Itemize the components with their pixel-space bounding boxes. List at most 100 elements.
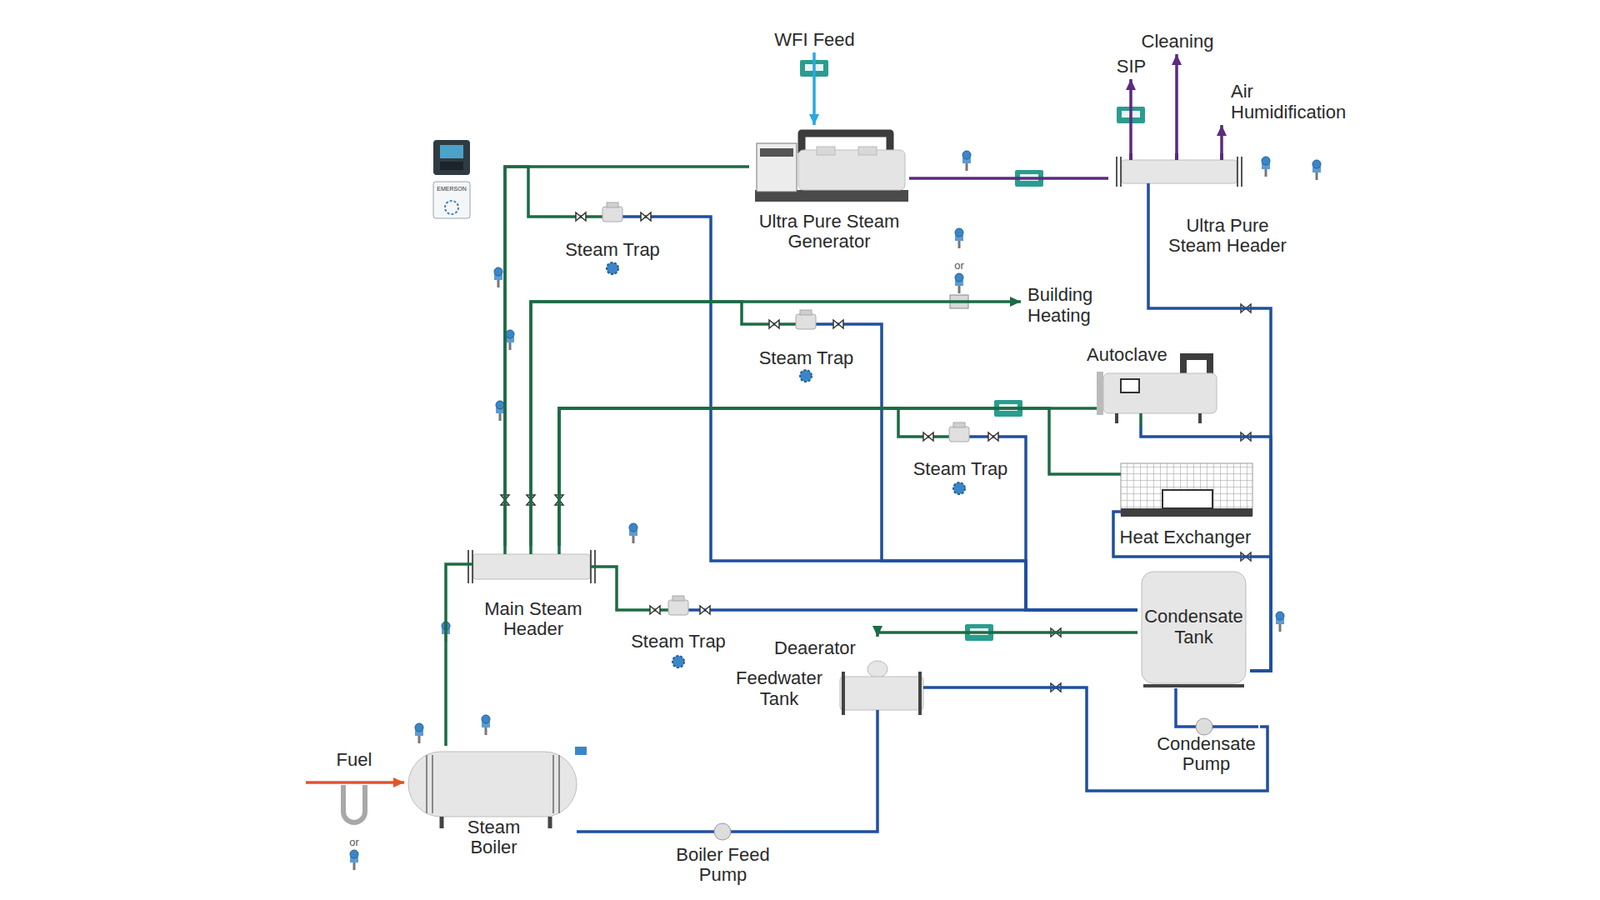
pipe-group	[379, 52, 1271, 832]
autoclave	[1083, 408, 1141, 425]
feedwater-tank	[840, 676, 924, 710]
steam-header	[1121, 160, 1237, 184]
main-steam-header	[473, 554, 590, 580]
pump-line	[1195, 718, 1213, 735]
transmitter-symbol	[481, 715, 490, 735]
gateway-device	[433, 181, 470, 219]
equipment-node: WFI Feed	[770, 28, 860, 53]
equipment-node: Condensate Pump	[1152, 715, 1260, 777]
equipment-node: Air Humidification	[1212, 80, 1375, 125]
transmitter-symbol	[353, 861, 356, 870]
equipment-label: Building Heating	[1027, 285, 1111, 326]
equipment-label: Main Steam Header	[481, 599, 586, 640]
equipment-label: Steam Trap	[913, 459, 1009, 480]
transmitter-symbol	[958, 285, 961, 294]
pipe-connector	[812, 52, 816, 125]
steam-header	[1116, 156, 1242, 187]
equipment-node: Heat Exchanger	[1108, 456, 1263, 550]
pump-line	[1175, 715, 1259, 727]
steam-boiler	[408, 751, 577, 817]
transmitter-symbol	[965, 162, 969, 171]
pipe-connector	[530, 301, 755, 546]
steam-trap-symbol	[558, 202, 1013, 668]
note-label: or	[954, 259, 965, 272]
feedwater-tank	[840, 660, 927, 719]
steam-trap-symbol	[953, 422, 965, 428]
steam-trap-symbol	[602, 206, 623, 222]
transmitter-symbol	[955, 273, 964, 282]
equipment-node: Boiler Feed Pump	[666, 820, 780, 888]
pump-line	[714, 823, 731, 840]
equipment-node: Cleaning	[1137, 30, 1219, 55]
controller-device	[440, 161, 464, 170]
transmitter-symbol	[485, 726, 488, 735]
valve-symbol	[769, 320, 780, 329]
transmitter-symbol	[955, 228, 964, 249]
equipment-node: Steam Boiler	[404, 745, 584, 860]
transmitter-symbol	[632, 535, 635, 544]
transmitter-symbol	[958, 240, 961, 249]
heat-exchanger	[1162, 490, 1213, 509]
pipe-connector	[559, 408, 1109, 546]
pump-line	[666, 715, 1259, 840]
autoclave	[1096, 371, 1104, 415]
equipment-label: WFI Feed	[774, 30, 855, 51]
pipe-connector	[1174, 688, 1178, 715]
transmitter-symbol	[1315, 171, 1319, 180]
steam-trap-symbol	[953, 482, 965, 495]
transmitter-symbol	[962, 150, 971, 160]
transmitter-symbol	[1279, 623, 1282, 632]
note-label: or	[349, 835, 360, 849]
pipe-connector	[1220, 125, 1224, 154]
equipment-label: SIP	[1116, 56, 1146, 78]
transmitter-symbol	[499, 412, 502, 421]
transmitter-symbol	[505, 330, 515, 339]
equipment-label: Autoclave	[1086, 345, 1168, 366]
equipment-label: Steam Trap	[630, 631, 726, 653]
gateway-device	[433, 181, 470, 219]
pipe-connector	[1175, 54, 1179, 154]
equipment-node: Steam Trap	[754, 310, 859, 371]
pipe-connector	[909, 176, 1109, 180]
equipment-node: Ultra Pure Steam Generator	[749, 125, 910, 255]
autoclave	[1083, 356, 1217, 425]
steam-generator	[798, 150, 905, 190]
equipment-label: Air Humidification	[1230, 81, 1356, 123]
equipment-node: Main Steam Header	[466, 545, 600, 642]
pipe-connector	[583, 830, 667, 834]
valve-symbol	[700, 605, 710, 615]
steam-header	[1146, 183, 1150, 259]
pipe-connector	[730, 608, 1138, 612]
steam-trap-symbol	[672, 655, 685, 668]
steam-trap-symbol	[800, 310, 812, 315]
equipment-node: Fuel	[329, 748, 380, 792]
transmitter-symbol	[1275, 611, 1285, 620]
transmitter-symbol	[955, 228, 964, 237]
equipment-label: Fuel	[336, 750, 373, 771]
fuel-line	[343, 785, 365, 823]
equipment-node: Ultra Pure Steam Header	[1108, 153, 1300, 259]
equipment-node: Condensate Tank	[1137, 566, 1250, 689]
transmitter-symbol	[1261, 156, 1270, 177]
valve-symbol	[833, 320, 844, 329]
pipe-connector	[1140, 425, 1271, 671]
equipment-node: Autoclave	[1083, 343, 1225, 425]
heat-exchanger	[1120, 463, 1253, 515]
pipe-connector	[1012, 436, 1138, 610]
transmitter-symbol	[1265, 168, 1268, 177]
steam-header	[1130, 153, 1222, 160]
valve-symbol	[988, 432, 999, 441]
steam-trap-symbol	[949, 426, 970, 442]
note-label: EMERSON	[436, 185, 466, 192]
transmitter-symbol	[415, 723, 424, 732]
valve-symbol	[640, 212, 651, 221]
transmitter-symbol	[1275, 611, 1285, 632]
main-steam-header	[466, 545, 600, 584]
autoclave	[1116, 413, 1200, 424]
equipment-label: Cleaning	[1141, 31, 1215, 53]
equipment-node: Building Heating	[1020, 283, 1115, 329]
equipment-node: Steam Trap	[558, 204, 667, 263]
pipe-connector	[600, 566, 627, 610]
valve-symbol	[575, 212, 586, 221]
